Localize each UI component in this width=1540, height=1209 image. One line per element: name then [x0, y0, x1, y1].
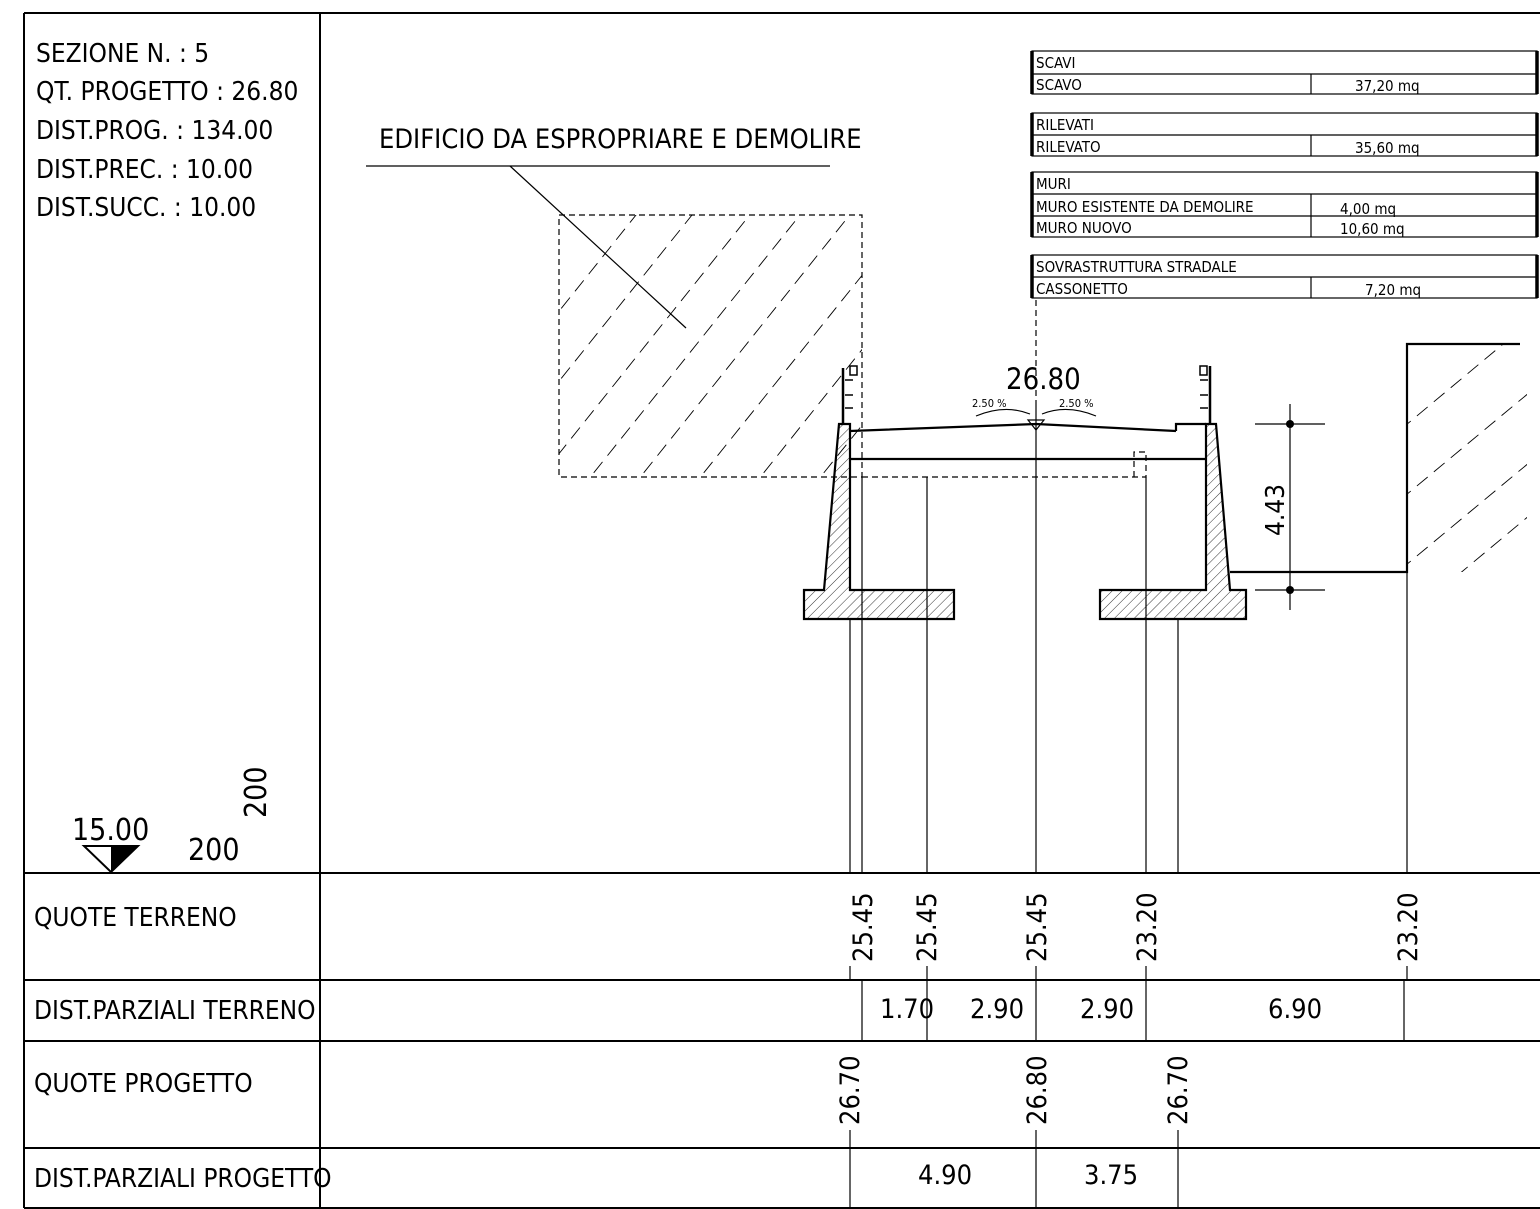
- height-dimension: 4.43: [1255, 404, 1325, 610]
- muri-title: MURI: [1036, 175, 1071, 193]
- muro-esistente-label: MURO ESISTENTE DA DEMOLIRE: [1036, 198, 1254, 216]
- muro-nuovo-label: MURO NUOVO: [1036, 219, 1132, 237]
- slope-left-arrow: [975, 408, 1031, 417]
- sovrastruttura-title: SOVRASTRUTTURA STRADALE: [1036, 258, 1237, 276]
- muro-nuovo-value: 10,60 mq: [1340, 220, 1405, 238]
- cassonetto-label: CASSONETTO: [1036, 280, 1128, 298]
- building-outline: [558, 214, 863, 478]
- terreno-dist-1: 1.70: [880, 994, 934, 1025]
- vertical-scale: 200: [239, 766, 274, 818]
- slope-left: 2.50 %: [972, 397, 1007, 410]
- progetto-value-1: 26.70: [835, 1055, 866, 1125]
- quantities-table: SCAVI SCAVO 37,20 mq RILEVATI RILEVATO 3…: [1030, 50, 1539, 299]
- height-value: 4.43: [1261, 484, 1291, 536]
- section-info-block: SEZIONE N. : 5 QT. PROGETTO : 26.80 DIST…: [36, 39, 298, 223]
- scavo-label: SCAVO: [1036, 76, 1082, 94]
- horizontal-scale: 200: [188, 833, 240, 868]
- dist-parziali-terreno-label: DIST.PARZIALI TERRENO: [34, 996, 316, 1026]
- rilevati-title: RILEVATI: [1036, 116, 1094, 134]
- right-guardrail-icon: [1199, 365, 1212, 424]
- terrain-right-hatch: [1407, 344, 1527, 572]
- road-surface: [849, 422, 1177, 433]
- terreno-dist-3: 2.90: [1080, 994, 1134, 1025]
- previous-distance: DIST.PREC. : 10.00: [36, 155, 253, 185]
- progetto-dist-2: 3.75: [1084, 1160, 1138, 1191]
- rilevato-value: 35,60 mq: [1355, 139, 1420, 157]
- drawing-frame: [23, 12, 1540, 1209]
- quote-terreno-label: QUOTE TERRENO: [34, 903, 237, 933]
- terreno-value-4: 23.20: [1132, 892, 1163, 962]
- quote-progetto-label: QUOTE PROGETTO: [34, 1069, 253, 1099]
- progressive-distance: DIST.PROG. : 134.00: [36, 116, 273, 146]
- scavo-value: 37,20 mq: [1355, 77, 1420, 95]
- design-elevation: QT. PROGETTO : 26.80: [36, 77, 298, 107]
- terreno-value-5: 23.20: [1393, 892, 1424, 962]
- progetto-dist-1: 4.90: [918, 1160, 972, 1191]
- building-hatch: [559, 215, 862, 477]
- building-to-demolish: EDIFICIO DA ESPROPRIARE E DEMOLIRE: [366, 124, 863, 478]
- terreno-value-1: 25.45: [848, 892, 879, 962]
- road-section: 26.80 2.50 % 2.50 %: [802, 300, 1527, 873]
- rilevato-label: RILEVATO: [1036, 138, 1101, 156]
- progetto-value-2: 26.80: [1022, 1055, 1053, 1125]
- slope-right-arrow: [1041, 408, 1097, 417]
- slope-right: 2.50 %: [1059, 397, 1094, 410]
- dist-parziali-progetto-label: DIST.PARZIALI PROGETTO: [34, 1164, 332, 1194]
- datum-block: 15.00 200 200: [72, 766, 274, 874]
- reference-lines: [849, 477, 1408, 873]
- terreno-value-2: 25.45: [912, 892, 943, 962]
- datum-elevation: 15.00: [72, 813, 149, 848]
- datum-triangle-fill-icon: [111, 846, 138, 872]
- terreno-dist-4: 6.90: [1268, 994, 1322, 1025]
- axis-elevation: 26.80: [1006, 362, 1081, 396]
- scavi-title: SCAVI: [1036, 54, 1075, 72]
- section-number: SEZIONE N. : 5: [36, 39, 209, 69]
- terreno-dist-2: 2.90: [970, 994, 1024, 1025]
- profile-bands: QUOTE TERRENO DIST.PARZIALI TERRENO QUOT…: [34, 892, 1424, 1208]
- building-note: EDIFICIO DA ESPROPRIARE E DEMOLIRE: [379, 124, 862, 155]
- right-retaining-wall: [1098, 422, 1248, 621]
- left-retaining-wall: [802, 422, 956, 621]
- cassonetto-value: 7,20 mq: [1365, 281, 1421, 299]
- next-distance: DIST.SUCC. : 10.00: [36, 193, 256, 223]
- terrain-right: [1230, 342, 1520, 574]
- left-guardrail-icon: [841, 365, 858, 424]
- terreno-value-3: 25.45: [1022, 892, 1053, 962]
- progetto-value-3: 26.70: [1163, 1055, 1194, 1125]
- muro-esistente-value: 4,00 mq: [1340, 200, 1396, 218]
- leader-line: [509, 165, 687, 329]
